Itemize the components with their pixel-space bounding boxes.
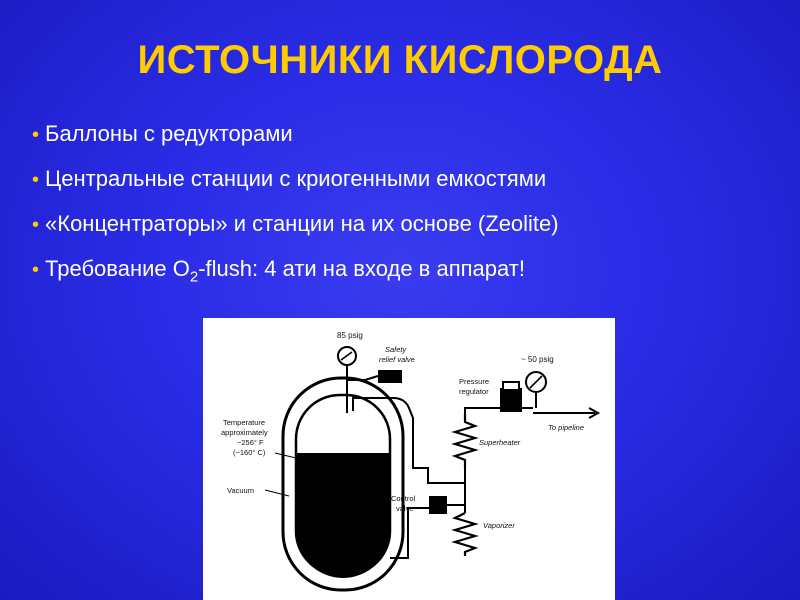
label-line-gauge: ~ 50 psig xyxy=(521,355,554,364)
label-temperature-4: (−160° C) xyxy=(233,448,266,457)
gas-outlet-pipe xyxy=(352,397,466,484)
supply-line xyxy=(464,407,533,414)
diagram-svg: 85 psig Safety relief valve ~ 50 psig Pr… xyxy=(221,331,601,592)
label-temperature-3: −256° F xyxy=(237,438,264,447)
bullet-text: Центральные станции с криогенными емкост… xyxy=(45,166,547,191)
bullet-item: •Требование O2-flush: 4 ати на входе в а… xyxy=(32,255,559,284)
pressure-regulator xyxy=(500,388,522,412)
label-control-1: Control xyxy=(391,494,416,503)
liquid-line xyxy=(390,507,429,559)
label-control-2: valve xyxy=(396,504,414,513)
relief-line xyxy=(347,375,379,381)
bullet-item: •«Концентраторы» и станции на их основе … xyxy=(32,210,559,239)
bullet-text: Баллоны с редукторами xyxy=(45,121,293,146)
label-vacuum: Vacuum xyxy=(227,486,254,495)
label-regulator-1: Pressure xyxy=(459,377,489,386)
control-valve xyxy=(429,496,447,514)
regulator-cap xyxy=(502,381,520,391)
safety-relief-valve xyxy=(378,370,402,383)
label-safety-1: Safety xyxy=(385,345,408,354)
temperature-leader xyxy=(274,452,297,459)
bullet-dot: • xyxy=(32,169,40,191)
label-safety-2: relief valve xyxy=(379,355,415,364)
bullet-list: •Баллоны с редукторами •Центральные стан… xyxy=(32,120,559,300)
bullet-text: «Концентраторы» и станции на их основе (… xyxy=(45,211,559,236)
line-gauge-needle xyxy=(529,375,543,389)
bullet-dot: • xyxy=(32,259,40,281)
pipeline-arrow-icon xyxy=(588,407,601,419)
bullet-item: •Центральные станции с криогенными емкос… xyxy=(32,165,559,194)
oxygen-system-diagram: 85 psig Safety relief valve ~ 50 psig Pr… xyxy=(203,318,615,600)
bullet-item: •Баллоны с редукторами xyxy=(32,120,559,149)
liquid-oxygen xyxy=(296,453,390,578)
outer-tank xyxy=(281,376,405,592)
bullet-dot: • xyxy=(32,124,40,146)
gauge-needle xyxy=(340,351,353,361)
label-temperature-1: Temperature xyxy=(223,418,265,427)
vaporizer-coil xyxy=(451,512,479,556)
vaporizer-line xyxy=(447,504,466,513)
bullet-dot: • xyxy=(32,214,40,236)
bullet-subscript: 2 xyxy=(189,268,199,286)
label-pipeline: To pipeline xyxy=(548,423,584,432)
label-superheater: Superheater xyxy=(479,438,521,447)
superheater-coil xyxy=(451,414,479,468)
bullet-text-post: -flush: 4 ати на входе в аппарат! xyxy=(198,256,525,281)
label-regulator-2: regulator xyxy=(459,387,489,396)
label-temperature-2: approximately xyxy=(221,428,268,437)
label-vaporizer: Vaporizer xyxy=(483,521,515,530)
vacuum-leader xyxy=(264,489,290,497)
bullet-text-pre: Требование O xyxy=(45,256,190,281)
slide-title: ИСТОЧНИКИ КИСЛОРОДА xyxy=(137,38,663,82)
label-gauge-top: 85 psig xyxy=(337,331,363,340)
